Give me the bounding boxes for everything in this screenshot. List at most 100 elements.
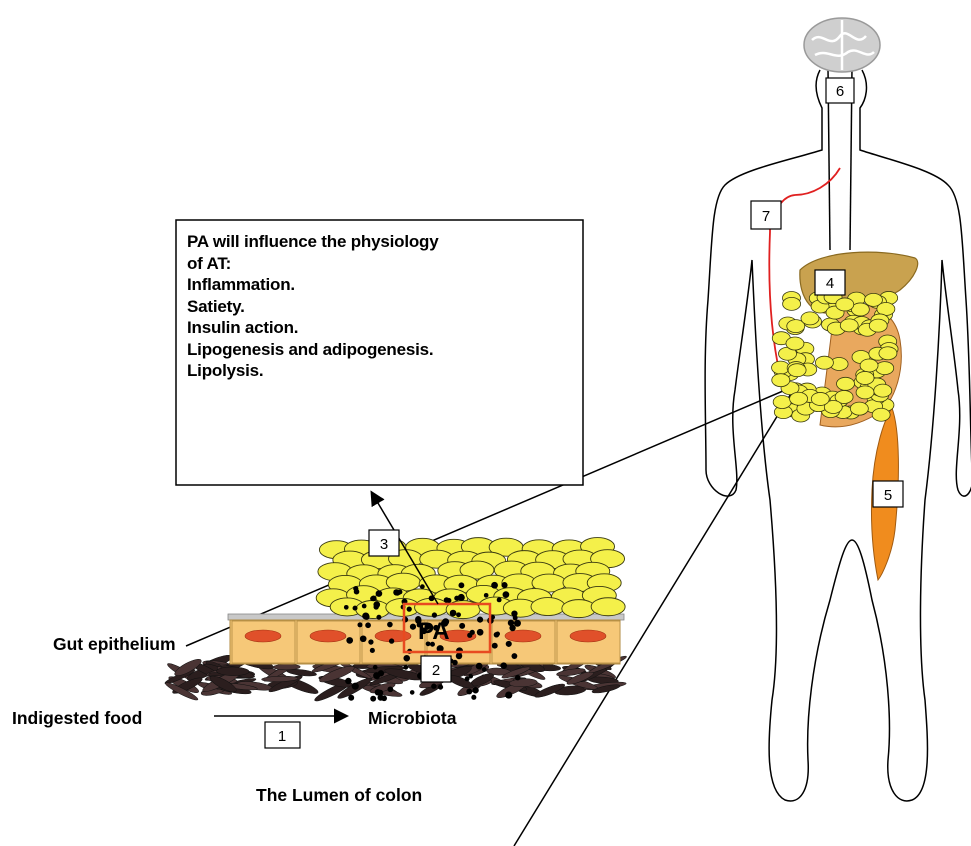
particle-dot bbox=[376, 590, 383, 597]
info-line: Satiety. bbox=[187, 296, 577, 318]
adipocyte bbox=[356, 600, 390, 618]
adipocyte bbox=[783, 297, 801, 310]
particle-dot bbox=[477, 629, 484, 636]
info-line: Inflammation. bbox=[187, 274, 577, 296]
particle-dot bbox=[378, 694, 384, 700]
step-5-box: 5 bbox=[873, 481, 903, 507]
info-line: Insulin action. bbox=[187, 317, 577, 339]
microbiota-label: Microbiota bbox=[368, 708, 457, 728]
cell-nucleus bbox=[310, 630, 346, 642]
particle-dot bbox=[410, 624, 416, 630]
svg-text:3: 3 bbox=[380, 536, 388, 553]
particle-dot bbox=[477, 617, 483, 623]
svg-text:7: 7 bbox=[762, 208, 770, 225]
particle-dot bbox=[476, 663, 483, 670]
info-line: Lipogenesis and adipogenesis. bbox=[187, 339, 577, 361]
particle-dot bbox=[352, 683, 359, 690]
particle-dot bbox=[344, 605, 349, 610]
particle-dot bbox=[387, 622, 393, 628]
step-4-box: 4 bbox=[815, 270, 845, 295]
particle-dot bbox=[376, 615, 381, 620]
particle-dot bbox=[403, 655, 410, 662]
particle-dot bbox=[354, 589, 360, 595]
particle-dot bbox=[471, 695, 476, 700]
adipocyte bbox=[850, 402, 868, 415]
bacterium bbox=[273, 664, 300, 670]
adipocyte bbox=[591, 598, 625, 616]
particle-dot bbox=[364, 614, 370, 620]
particle-dot bbox=[346, 637, 353, 644]
particle-dot bbox=[509, 625, 515, 631]
particle-dot bbox=[345, 678, 351, 684]
lumen-label: The Lumen of colon bbox=[256, 785, 422, 805]
particle-dot bbox=[503, 591, 510, 598]
particle-dot bbox=[362, 604, 367, 609]
adipocyte bbox=[874, 384, 892, 397]
particle-dot bbox=[491, 582, 498, 589]
particle-dot bbox=[431, 684, 436, 689]
cell-nucleus bbox=[505, 630, 541, 642]
particle-dot bbox=[403, 665, 408, 670]
step-7-box: 7 bbox=[751, 201, 781, 229]
step-3-box: 3 bbox=[369, 530, 399, 556]
particle-dot bbox=[497, 597, 502, 602]
info-line: Lipolysis. bbox=[187, 360, 577, 382]
step-6-box: 6 bbox=[826, 78, 854, 103]
particle-dot bbox=[357, 622, 362, 627]
particle-dot bbox=[373, 601, 380, 608]
particle-dot bbox=[466, 689, 472, 695]
adipocyte bbox=[869, 319, 887, 332]
cell-nucleus bbox=[245, 630, 281, 642]
adipocyte bbox=[815, 356, 833, 369]
adipocyte bbox=[840, 319, 858, 332]
adipocyte bbox=[876, 362, 894, 375]
particle-dot bbox=[470, 630, 475, 635]
step-2-box: 2 bbox=[421, 656, 451, 682]
particle-dot bbox=[420, 584, 425, 589]
step-1-box: 1 bbox=[265, 722, 300, 748]
indigested-food-label: Indigested food bbox=[12, 708, 142, 728]
particle-dot bbox=[458, 594, 465, 601]
adipocyte bbox=[856, 371, 874, 384]
adipocyte bbox=[562, 600, 596, 618]
svg-text:2: 2 bbox=[432, 662, 440, 679]
particle-dot bbox=[452, 660, 458, 666]
particle-dot bbox=[371, 596, 377, 602]
info-line: PA will influence the physiology bbox=[187, 231, 577, 253]
particle-dot bbox=[515, 675, 521, 681]
particle-dot bbox=[373, 665, 378, 670]
particle-dot bbox=[484, 593, 489, 598]
particle-dot bbox=[348, 695, 354, 701]
particle-dot bbox=[360, 635, 367, 642]
adipocyte bbox=[801, 312, 819, 325]
gut-epithelium-label: Gut epithelium bbox=[53, 634, 176, 654]
particle-dot bbox=[505, 691, 512, 698]
adipocyte bbox=[836, 298, 854, 311]
particle-dot bbox=[472, 687, 478, 693]
particle-dot bbox=[387, 686, 393, 692]
particle-dot bbox=[506, 641, 512, 647]
particle-dot bbox=[465, 676, 470, 681]
cell-nucleus bbox=[570, 630, 606, 642]
particle-dot bbox=[459, 623, 465, 629]
adipocyte bbox=[879, 347, 897, 360]
particle-dot bbox=[500, 662, 507, 669]
particle-dot bbox=[458, 582, 464, 588]
particle-dot bbox=[432, 612, 437, 617]
particle-dot bbox=[353, 606, 358, 611]
svg-text:6: 6 bbox=[836, 83, 844, 100]
particle-dot bbox=[450, 610, 457, 617]
adipocyte bbox=[872, 408, 890, 421]
adipocyte bbox=[786, 337, 804, 350]
particle-dot bbox=[407, 606, 412, 611]
particle-dot bbox=[438, 684, 443, 689]
svg-text:4: 4 bbox=[826, 275, 834, 292]
particle-dot bbox=[456, 612, 461, 617]
particle-dot bbox=[501, 582, 507, 588]
particle-dot bbox=[373, 672, 380, 679]
particle-dot bbox=[365, 622, 371, 628]
particle-dot bbox=[492, 643, 498, 649]
particle-dot bbox=[511, 610, 517, 616]
adipocyte bbox=[790, 392, 808, 405]
